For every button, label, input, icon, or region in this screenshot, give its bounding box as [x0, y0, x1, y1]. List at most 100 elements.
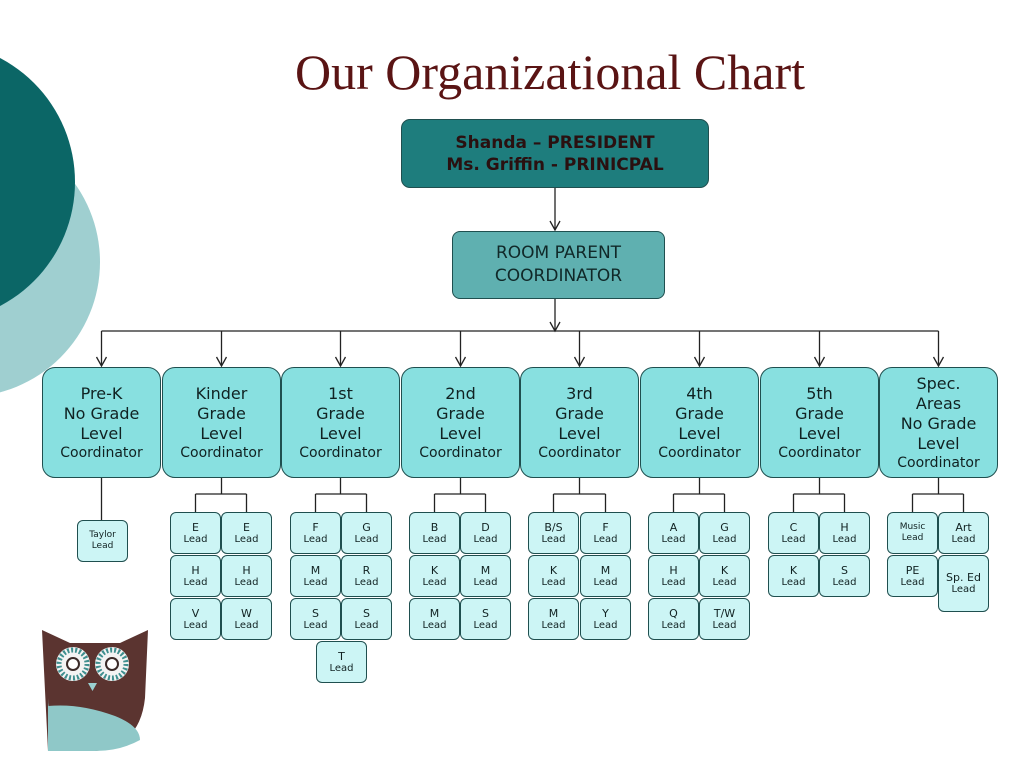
- room-parent-line-2: COORDINATOR: [494, 266, 623, 286]
- level-label-line: 5th: [806, 383, 833, 403]
- lead-role: Lead: [234, 533, 259, 545]
- lead-role: Lead: [422, 576, 447, 588]
- president-line-2: Ms. Griffin - PRINICPAL: [446, 154, 664, 175]
- lead-role: Lead: [303, 619, 328, 631]
- lead-initials: S: [482, 606, 489, 620]
- arrowhead: [693, 356, 706, 368]
- level-label-line: 3rd: [566, 383, 593, 403]
- lead-role: Lead: [473, 619, 498, 631]
- arrowhead: [215, 356, 228, 368]
- lead-initials: H: [191, 563, 200, 577]
- lead-role: Lead: [303, 533, 328, 545]
- lead-role: Lead: [541, 576, 566, 588]
- lead-role: Lead: [781, 576, 806, 588]
- lead-role: Lead: [329, 662, 354, 674]
- lead-role: Lead: [901, 533, 924, 543]
- lead-role: Lead: [541, 619, 566, 631]
- level-label-line: 1st: [328, 383, 353, 403]
- level-label-line: Grade: [316, 403, 365, 423]
- level-coordinator-label: Coordinator: [419, 444, 502, 461]
- lead-initials: M: [310, 563, 321, 577]
- lead-initials: M: [548, 606, 559, 620]
- arrowhead: [813, 356, 826, 368]
- lead-role: Lead: [900, 576, 925, 588]
- level-label-line: Areas: [915, 393, 962, 413]
- level-label-line: Level: [917, 433, 960, 453]
- level-coordinator-label: Coordinator: [538, 444, 621, 461]
- lead-initials: M: [480, 563, 491, 577]
- lead-initials: G: [362, 520, 371, 534]
- lead-role: Lead: [661, 576, 686, 588]
- lead-role: Lead: [183, 533, 208, 545]
- lead-initials: B: [430, 520, 439, 534]
- lead-role: Lead: [712, 576, 737, 588]
- level-label-line: Grade: [795, 403, 844, 423]
- room-parent-coordinator-box: ROOM PARENT COORDINATOR: [452, 231, 665, 299]
- lead-role: Lead: [832, 576, 857, 588]
- lead-role: Lead: [832, 533, 857, 545]
- lead-initials: T: [338, 649, 345, 663]
- lead-role: Lead: [951, 533, 976, 545]
- lead-initials: Q: [669, 606, 678, 620]
- arrowhead: [549, 220, 561, 232]
- level-label-line: Level: [319, 423, 362, 443]
- lead-initials: W: [241, 606, 252, 620]
- lead-initials: Music: [899, 522, 926, 532]
- lead-role: Lead: [183, 576, 208, 588]
- lead-role: Lead: [661, 533, 686, 545]
- lead-role: Lead: [593, 619, 618, 631]
- lead-initials: D: [481, 520, 490, 534]
- level-coordinator-label: Coordinator: [60, 444, 143, 461]
- level-label-line: 2nd: [445, 383, 476, 403]
- president-box: Shanda – PRESIDENT Ms. Griffin - PRINICP…: [401, 119, 709, 188]
- lead-initials: K: [430, 563, 439, 577]
- lead-initials: Y: [602, 606, 609, 620]
- level-label-line: Grade: [436, 403, 485, 423]
- lead-role: Lead: [661, 619, 686, 631]
- lead-initials: K: [720, 563, 729, 577]
- level-label-line: Spec.: [916, 373, 961, 393]
- lead-role: Lead: [422, 533, 447, 545]
- level-label-line: Grade: [555, 403, 604, 423]
- level-label-line: Level: [798, 423, 841, 443]
- level-coordinator-label: Coordinator: [299, 444, 382, 461]
- lead-initials: E: [192, 520, 199, 534]
- level-label-line: Level: [439, 423, 482, 443]
- lead-initials: T/W: [713, 606, 736, 620]
- level-label-line: Pre-K: [80, 383, 123, 403]
- lead-initials: F: [312, 520, 319, 534]
- level-coordinator-label: Coordinator: [180, 444, 263, 461]
- arrowhead: [334, 356, 347, 368]
- decorative-circle-dark: [0, 58, 75, 306]
- lead-role: Lead: [234, 619, 259, 631]
- lead-initials: G: [720, 520, 729, 534]
